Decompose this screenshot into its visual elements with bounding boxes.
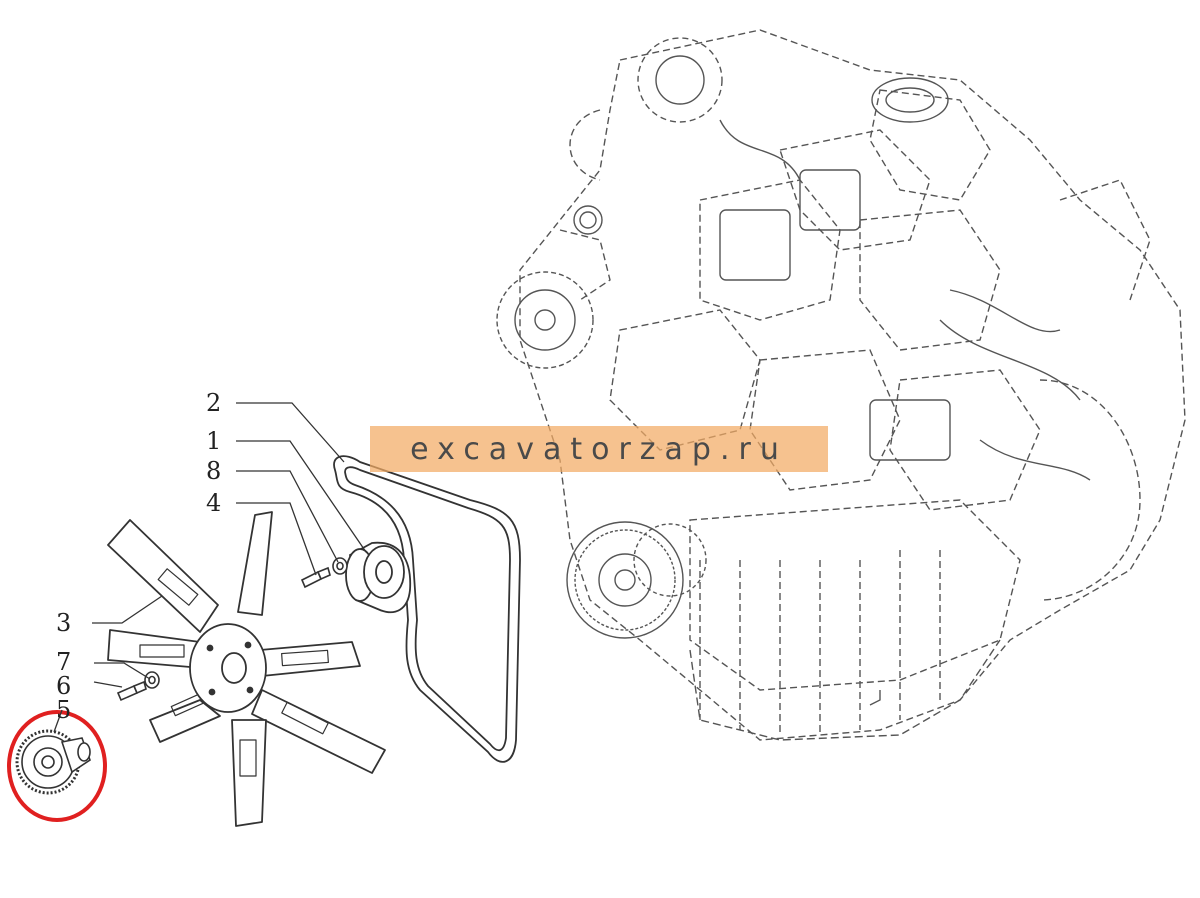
bolt-and-washer-lower: [116, 671, 160, 702]
fan-pulley: [345, 541, 412, 614]
highlight-circle: [7, 710, 107, 822]
fan-blade: [107, 519, 219, 633]
drive-belt: [333, 455, 521, 763]
callout-6: 6: [56, 672, 71, 700]
viscous-fan-clutch: [15, 729, 91, 795]
fan-assembly: [107, 511, 386, 827]
watermark-text: excavatorzap.ru: [410, 431, 788, 467]
fan-blade: [231, 719, 267, 827]
fan-blade: [237, 511, 273, 616]
callout-8: 8: [206, 457, 221, 485]
watermark-banner: excavatorzap.ru: [370, 426, 828, 472]
fan-blade: [259, 641, 361, 677]
engine-assembly: [496, 29, 1186, 741]
callout-4: 4: [206, 489, 221, 517]
fan-blade: [149, 699, 221, 743]
callout-3: 3: [56, 609, 71, 637]
callout-2: 2: [206, 389, 221, 417]
leader-lines: [53, 402, 367, 733]
fan-blade: [107, 629, 203, 669]
bolt-and-washer-upper: [300, 557, 348, 589]
callout-1: 1: [206, 427, 221, 455]
callout-7: 7: [56, 648, 71, 676]
callout-5: 5: [56, 696, 71, 724]
